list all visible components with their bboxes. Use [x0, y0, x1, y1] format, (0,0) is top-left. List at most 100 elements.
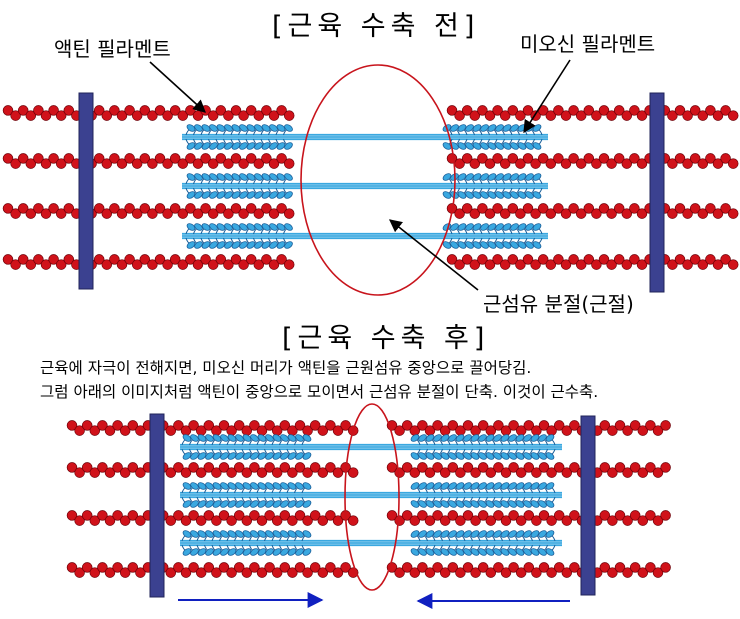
actin-bead: [112, 462, 123, 473]
actin-bead: [162, 208, 173, 219]
actin-bead: [203, 510, 215, 521]
actin-filament: [2, 254, 295, 270]
myosin-head: [545, 434, 555, 442]
myosin-head: [478, 530, 487, 538]
actin-bead: [537, 203, 549, 214]
myosin-head: [272, 500, 282, 508]
actin-bead: [268, 208, 280, 219]
myosin-head: [295, 548, 304, 556]
actin-bead: [116, 208, 128, 219]
title-after-contraction: [근육 수축 후]: [282, 323, 490, 354]
actin-bead: [507, 254, 519, 265]
actin-bead: [401, 510, 413, 521]
annotations: [149, 59, 571, 609]
actin-bead: [207, 208, 219, 219]
actin-bead: [165, 567, 177, 578]
myosin-head: [190, 500, 199, 508]
myosin-head: [523, 500, 532, 508]
actin-bead: [10, 208, 21, 219]
myosin-head: [545, 500, 555, 508]
myosin-head: [295, 452, 304, 460]
myosin-head: [418, 500, 427, 508]
myosin-head: [472, 241, 482, 249]
actin-bead: [215, 105, 227, 116]
actin-bead: [147, 158, 158, 169]
actin-bead: [127, 562, 139, 573]
myosin-head: [186, 241, 196, 249]
myosin-head: [272, 434, 282, 442]
actin-bead: [169, 153, 181, 164]
actin-bead: [622, 467, 633, 478]
actin-bead: [636, 110, 648, 121]
myosin-head: [517, 241, 527, 249]
actin-bead: [119, 425, 131, 436]
myosin-head: [480, 173, 489, 181]
actin-bead: [249, 462, 260, 473]
myosin-head: [455, 482, 465, 490]
myosin-head: [425, 530, 435, 538]
actin-bead: [261, 203, 272, 214]
myosin-head: [493, 434, 502, 442]
actin-bead: [637, 467, 649, 478]
actin-bead: [720, 105, 731, 116]
actin-bead: [109, 203, 120, 214]
myosin-head: [302, 500, 312, 508]
myosin-head: [287, 434, 297, 442]
actin-bead: [139, 105, 151, 116]
actin-bead: [637, 567, 649, 578]
myosin-head: [239, 142, 248, 150]
actin-bead: [192, 259, 204, 270]
actin-bead: [446, 254, 458, 265]
actin-bead: [203, 562, 215, 573]
actin-bead: [394, 425, 405, 436]
myosin-head: [224, 241, 233, 249]
myosin-head: [239, 124, 248, 132]
actin-bead: [173, 562, 184, 573]
myosin-head: [280, 482, 289, 490]
actin-bead: [169, 203, 181, 214]
actin-bead: [394, 567, 405, 578]
myosin-head: [239, 223, 248, 231]
myosin-head: [250, 500, 259, 508]
myosin-head: [302, 548, 312, 556]
myosin-head: [269, 142, 278, 150]
actin-bead: [645, 462, 656, 473]
myosin-head: [194, 191, 203, 199]
myosin-head: [186, 142, 196, 150]
myosin-head: [532, 241, 542, 249]
actin-bead: [253, 259, 265, 270]
actin-bead: [283, 259, 295, 270]
myosin-head: [495, 124, 504, 132]
actin-bead: [409, 515, 421, 526]
myosin-head: [448, 482, 457, 490]
myosin-head: [455, 434, 465, 442]
myosin-head: [284, 173, 293, 181]
actin-bead: [636, 259, 648, 270]
myosin-head: [532, 223, 542, 231]
actin-bead: [432, 510, 443, 521]
myosin-head: [197, 548, 207, 556]
actin-bead: [25, 208, 37, 219]
myosin-head: [227, 548, 237, 556]
actin-bead: [454, 208, 465, 219]
actin-bead: [287, 515, 298, 526]
myosin-head: [465, 142, 474, 150]
actin-bead: [538, 510, 550, 521]
myosin-head: [220, 530, 229, 538]
myosin-head: [212, 482, 222, 490]
actin-bead: [515, 158, 526, 169]
myosin-head: [302, 434, 312, 442]
actin-bead: [271, 567, 283, 578]
myosin-head: [410, 500, 420, 508]
actin-filament: [446, 254, 739, 270]
myosin-head: [440, 500, 450, 508]
z-line: [78, 92, 94, 290]
actin-bead: [553, 254, 564, 265]
actin-bead: [55, 158, 67, 169]
actin-bead: [727, 110, 739, 121]
myosin-head: [182, 530, 192, 538]
actin-bead: [660, 510, 671, 521]
actin-bead: [401, 562, 413, 573]
actin-bead: [66, 510, 78, 521]
actin-bead: [712, 110, 724, 121]
